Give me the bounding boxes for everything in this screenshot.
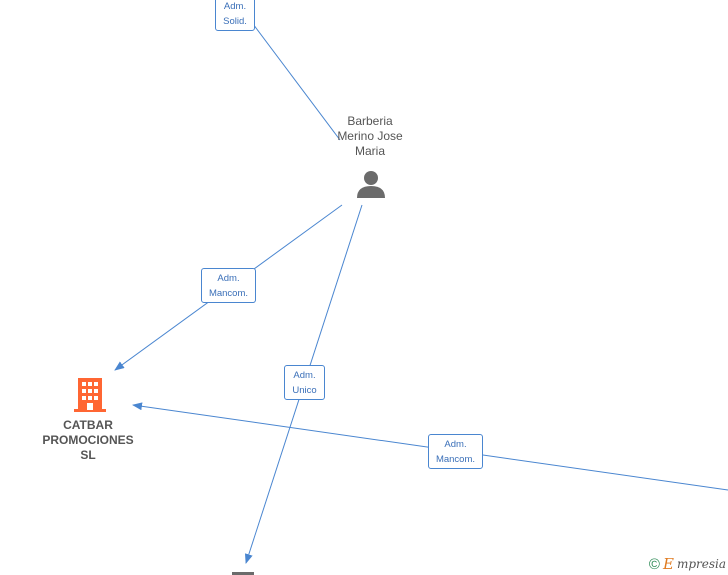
person-name-line: Barberia <box>347 114 393 128</box>
brand-logo-initial: E <box>662 555 674 573</box>
company-name-line: SL <box>80 448 96 462</box>
building-icon[interactable] <box>74 378 106 412</box>
edge-label-adm-mancom-right[interactable]: Adm. Mancom. <box>428 434 483 469</box>
partial-node-bottom <box>232 572 254 575</box>
edge-label-line: Adm. <box>444 439 467 450</box>
company-name-line: CATBAR <box>63 418 113 432</box>
person-name-line: Maria <box>354 144 385 158</box>
company-node-name[interactable]: CATBAR PROMOCIONES SL <box>33 418 143 463</box>
brand-logo-text: mpresia <box>676 557 726 571</box>
edge-label-line: Mancom. <box>208 288 249 299</box>
edge-top-line <box>249 19 341 141</box>
person-node-name[interactable]: Barberia Merino Jose Maria <box>320 114 420 159</box>
edge-label-line: Adm. <box>293 370 316 381</box>
person-icon[interactable] <box>355 170 387 198</box>
edge-label-line: Adm. <box>217 273 240 284</box>
edge-label-line: Mancom. <box>435 454 476 465</box>
edge-label-line: Unico <box>292 385 317 396</box>
edge-label-adm-unico[interactable]: Adm. Unico <box>284 365 325 400</box>
copyright-icon: © <box>648 555 660 573</box>
edge-label-adm-mancom-left[interactable]: Adm. Mancom. <box>201 268 256 303</box>
person-name-line: Merino Jose <box>337 129 403 143</box>
edge-label-adm-solid[interactable]: Adm. Solid. <box>215 0 255 31</box>
edge-label-line: Solid. <box>223 16 247 27</box>
company-name-line: PROMOCIONES <box>42 433 134 447</box>
edge-label-line: Adm. <box>223 1 247 12</box>
